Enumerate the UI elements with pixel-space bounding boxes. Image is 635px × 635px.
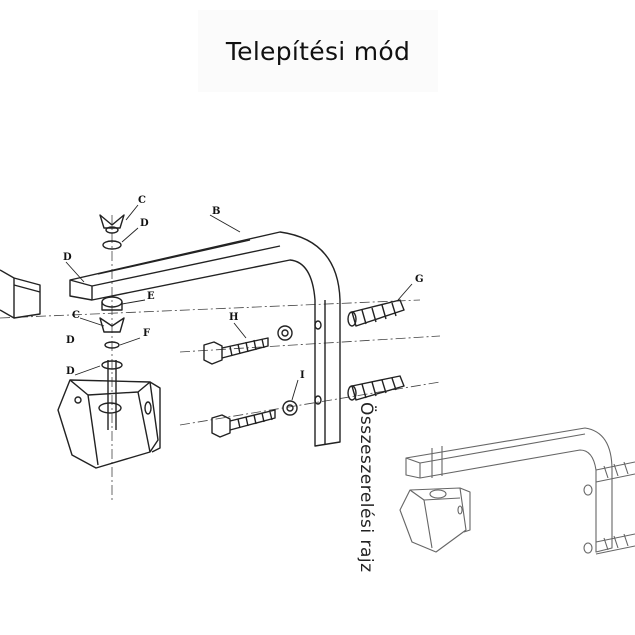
wall-anchor-top <box>347 299 405 327</box>
washer-i-bottom <box>282 400 298 416</box>
part-label-g: G <box>415 274 424 285</box>
washer-d <box>101 360 123 370</box>
wall-anchor-bottom <box>347 375 405 401</box>
wing-nut-lower <box>99 317 125 333</box>
washer-f <box>104 341 120 349</box>
part-label-h: H <box>229 312 238 323</box>
part-label-d-left: D <box>63 252 72 263</box>
hex-nut-e <box>101 296 123 311</box>
part-label-d-mid: D <box>66 335 75 346</box>
bolt-shaft <box>107 360 117 430</box>
washer-i-top <box>277 325 293 341</box>
mount-block <box>57 379 161 469</box>
title-banner: Telepítési mód <box>198 10 438 92</box>
assembled-thumbnail <box>399 427 635 555</box>
hex-bolt-top <box>203 337 269 365</box>
axis-lines <box>0 215 441 500</box>
part-label-c-lower: C <box>72 310 80 321</box>
assembly-caption: Összeszerelési rajz <box>356 402 376 573</box>
l-bracket-part-b <box>69 231 341 447</box>
part-label-c-top: C <box>138 195 146 206</box>
wing-nut-top <box>99 214 125 234</box>
part-label-d-top: D <box>140 218 149 229</box>
part-label-b: B <box>212 206 220 217</box>
hex-bolt-bottom <box>211 409 276 438</box>
part-label-d-lower: D <box>66 366 75 377</box>
part-label-f: F <box>143 328 150 339</box>
leader-lines <box>65 204 413 401</box>
end-cap-part <box>0 269 41 319</box>
part-label-i: I <box>300 370 305 381</box>
washer-top <box>102 240 122 250</box>
part-label-e: E <box>147 291 155 302</box>
page-title: Telepítési mód <box>225 36 411 66</box>
